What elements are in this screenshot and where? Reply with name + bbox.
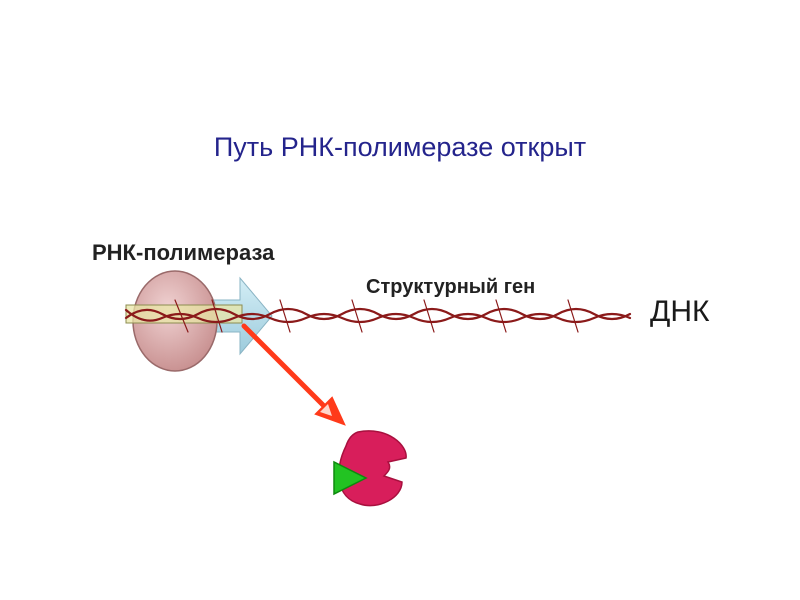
dna-rung-marks xyxy=(174,299,579,333)
dna-strand-1 xyxy=(124,307,632,321)
inducer-triangle xyxy=(333,460,368,496)
dna-strand-2 xyxy=(124,308,632,324)
rna-polymerase-label: РНК-полимераза xyxy=(92,240,275,265)
repressor-protein xyxy=(338,430,407,507)
release-arrow-head-inner xyxy=(320,404,332,416)
dna-double-helix xyxy=(124,299,632,333)
slide-title: Путь РНК-полимеразе открыт xyxy=(213,132,587,162)
release-arrow-shaft xyxy=(241,323,331,413)
dna-label: ДНК xyxy=(650,295,710,328)
structural-gene-label: Структурный ген xyxy=(366,276,536,298)
